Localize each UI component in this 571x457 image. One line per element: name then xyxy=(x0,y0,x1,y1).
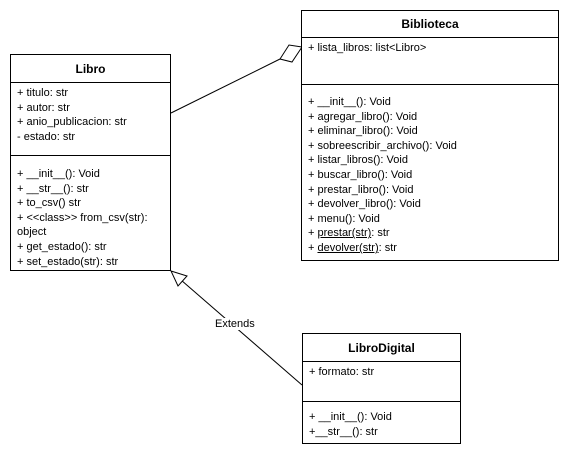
method: + set_estado(str): str xyxy=(17,255,119,268)
class-libro-name: Libro xyxy=(11,55,170,83)
class-libro-methods: + __init__(): Void + __str__(): str + to… xyxy=(11,156,170,269)
class-biblioteca-name: Biblioteca xyxy=(302,11,558,38)
method: + menu(): Void xyxy=(308,212,380,225)
static-method-name: prestar(str) xyxy=(317,227,372,240)
method: + listar_libros(): Void xyxy=(308,154,408,167)
generalization-label: Extends xyxy=(214,318,256,330)
method: + __str__(): str xyxy=(17,182,89,195)
method: + eliminar_libro(): Void xyxy=(308,125,418,138)
static-method-prefix: + xyxy=(308,227,318,240)
attribute: + autor: str xyxy=(17,101,70,114)
attribute: - estado: str xyxy=(17,130,76,143)
attribute: + lista_libros: list<Libro> xyxy=(308,42,427,54)
method: + buscar_libro(): Void xyxy=(308,168,413,181)
class-libro-digital-methods: + __init__(): Void +__str__(): str xyxy=(303,402,460,439)
method: + get_estado(): str xyxy=(17,240,107,253)
class-libro: Libro + titulo: str + autor: str + anio_… xyxy=(10,54,171,271)
class-libro-digital-name: LibroDigital xyxy=(303,334,460,362)
static-method: + prestar(str): str xyxy=(308,226,554,241)
method: + __init__(): Void xyxy=(308,96,391,108)
attribute: + anio_publicacion: str xyxy=(17,116,127,129)
method: + <<class>> from_csv(str): object xyxy=(17,211,148,239)
method: + devolver_libro(): Void xyxy=(308,198,421,211)
static-method-return: : str xyxy=(371,227,390,240)
class-biblioteca: Biblioteca + lista_libros: list<Libro> +… xyxy=(301,10,559,261)
class-biblioteca-attributes: + lista_libros: list<Libro> xyxy=(302,38,558,85)
class-libro-digital: LibroDigital + formato: str + __init__()… xyxy=(302,333,461,444)
method: + sobreescribir_archivo(): Void xyxy=(308,139,457,152)
attribute: + formato: str xyxy=(309,366,375,378)
static-method-return: : str xyxy=(378,241,397,254)
class-biblioteca-methods: + __init__(): Void + agregar_libro(): Vo… xyxy=(302,85,558,256)
generalization-arrowhead xyxy=(170,270,188,287)
class-libro-digital-attributes: + formato: str xyxy=(303,362,460,402)
method: + to_csv() str xyxy=(17,197,81,210)
method: +__str__(): str xyxy=(309,425,378,438)
aggregation-diamond xyxy=(279,44,303,63)
method: + __init__(): Void xyxy=(309,411,392,423)
method: + agregar_libro(): Void xyxy=(308,110,418,123)
aggregation-line xyxy=(170,58,281,114)
generalization-line xyxy=(180,279,303,386)
method: + __init__(): Void xyxy=(17,168,100,180)
static-method-name: devolver(str) xyxy=(317,241,379,254)
static-method-prefix: + xyxy=(308,241,318,254)
method: + prestar_libro(): Void xyxy=(308,183,414,196)
static-method: + devolver(str): str xyxy=(308,241,554,256)
attribute: + titulo: str xyxy=(17,87,69,99)
class-libro-attributes: + titulo: str + autor: str + anio_public… xyxy=(11,83,170,156)
